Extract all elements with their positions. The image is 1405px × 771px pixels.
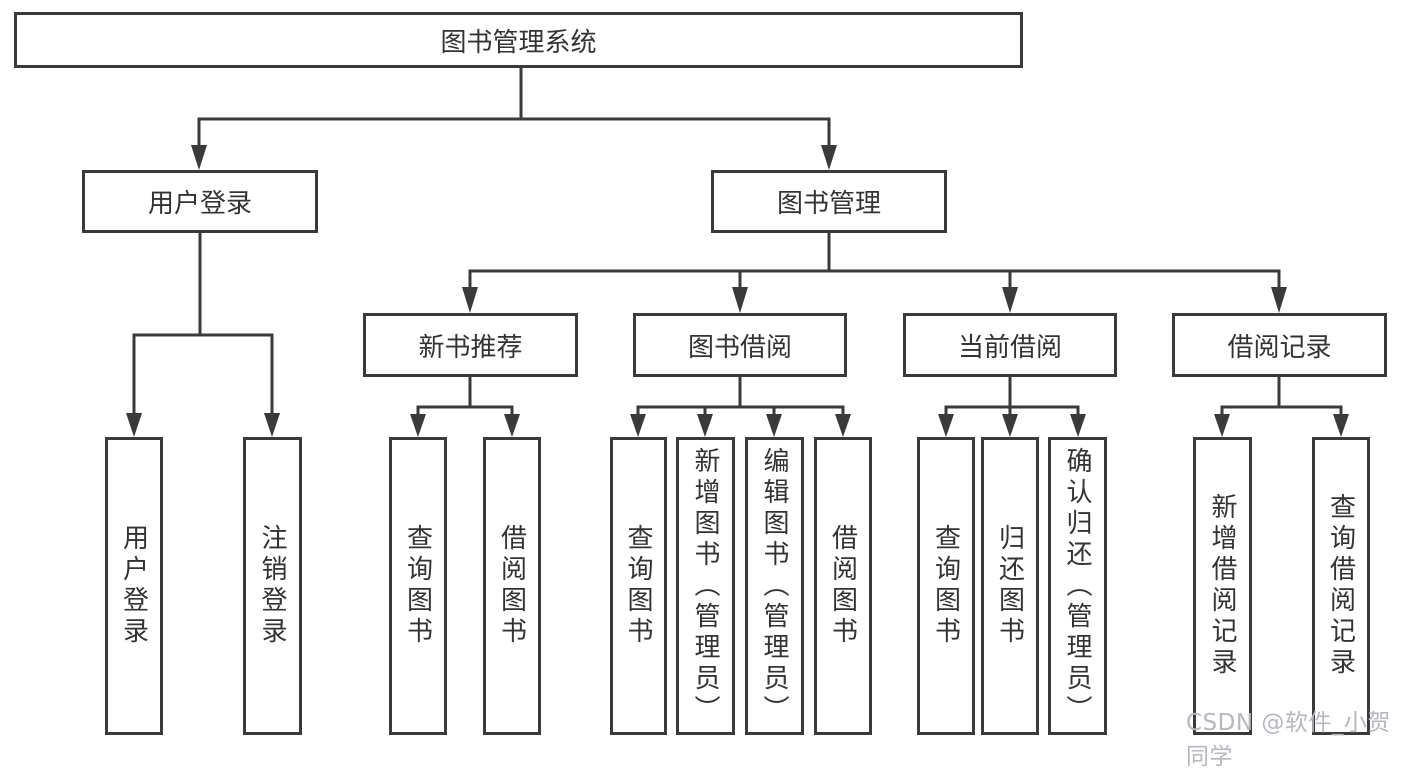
leaf-br-add-record: 新增借阅记录 <box>1193 437 1252 735</box>
leaf-bb-add-book: 新增图书（管理员） <box>676 437 735 735</box>
leaf-br-query-record: 查询借阅记录 <box>1312 437 1370 735</box>
connector-bookmgmt-to-level3 <box>468 231 1281 291</box>
leaf-bb-query-book: 查询图书 <box>610 437 667 735</box>
leaf-bb-edit-book: 编辑图书（管理员） <box>745 437 804 735</box>
arrow-down-icon <box>1002 287 1018 313</box>
node-book-mgmt: 图书管理 <box>711 170 947 233</box>
node-borrow-record: 借阅记录 <box>1172 313 1387 377</box>
leaf-nbr-query-book: 查询图书 <box>389 437 447 735</box>
node-user-login: 用户登录 <box>82 170 318 233</box>
connector-root-to-level2 <box>197 66 831 149</box>
connector-borrowrecord-to-leaves <box>1220 375 1343 418</box>
connector-newbookrec-to-leaves <box>416 375 514 418</box>
leaf-nbr-borrow-book: 借阅图书 <box>483 437 541 735</box>
arrow-down-icon <box>1002 414 1018 437</box>
connector-userlogin-to-leaves <box>132 231 274 417</box>
arrow-down-icon <box>1271 287 1287 313</box>
leaf-bb-borrow-book: 借阅图书 <box>814 437 872 735</box>
node-new-book-rec: 新书推荐 <box>363 313 578 377</box>
leaf-cb-confirm-return: 确认归还（管理员） <box>1048 437 1107 735</box>
arrow-down-icon <box>504 414 520 437</box>
arrow-down-icon <box>821 145 837 170</box>
arrow-down-icon <box>732 287 748 313</box>
arrowheads <box>126 145 1349 437</box>
arrow-down-icon <box>1214 414 1230 437</box>
arrow-down-icon <box>191 145 207 170</box>
arrow-down-icon <box>766 414 782 437</box>
connector-lines <box>126 66 1349 437</box>
arrow-down-icon <box>1070 414 1086 437</box>
connector-bookborrow-to-leaves <box>636 375 845 418</box>
arrow-down-icon <box>264 413 280 437</box>
arrow-down-icon <box>1333 414 1349 437</box>
node-current-borrow: 当前借阅 <box>903 313 1117 377</box>
leaf-cb-query-book: 查询图书 <box>917 437 975 735</box>
arrow-down-icon <box>938 414 954 437</box>
csdn-watermark: CSDN @软件_小贺同学 <box>1186 710 1391 770</box>
arrow-down-icon <box>126 413 142 437</box>
diagram-canvas: 图书管理系统 用户登录 图书管理 新书推荐 图书借阅 当前借阅 借阅记录 用户登… <box>14 12 1390 770</box>
leaf-cb-return-book: 归还图书 <box>981 437 1039 735</box>
node-book-borrow: 图书借阅 <box>633 313 847 377</box>
arrow-down-icon <box>835 414 851 437</box>
node-root: 图书管理系统 <box>14 12 1023 68</box>
arrow-down-icon <box>697 414 713 437</box>
arrow-down-icon <box>410 414 426 437</box>
leaf-logout: 注销登录 <box>243 437 302 735</box>
arrow-down-icon <box>462 287 478 313</box>
leaf-user-login: 用户登录 <box>105 437 163 735</box>
arrow-down-icon <box>630 414 646 437</box>
connector-currentborrow-to-leaves <box>944 375 1080 418</box>
